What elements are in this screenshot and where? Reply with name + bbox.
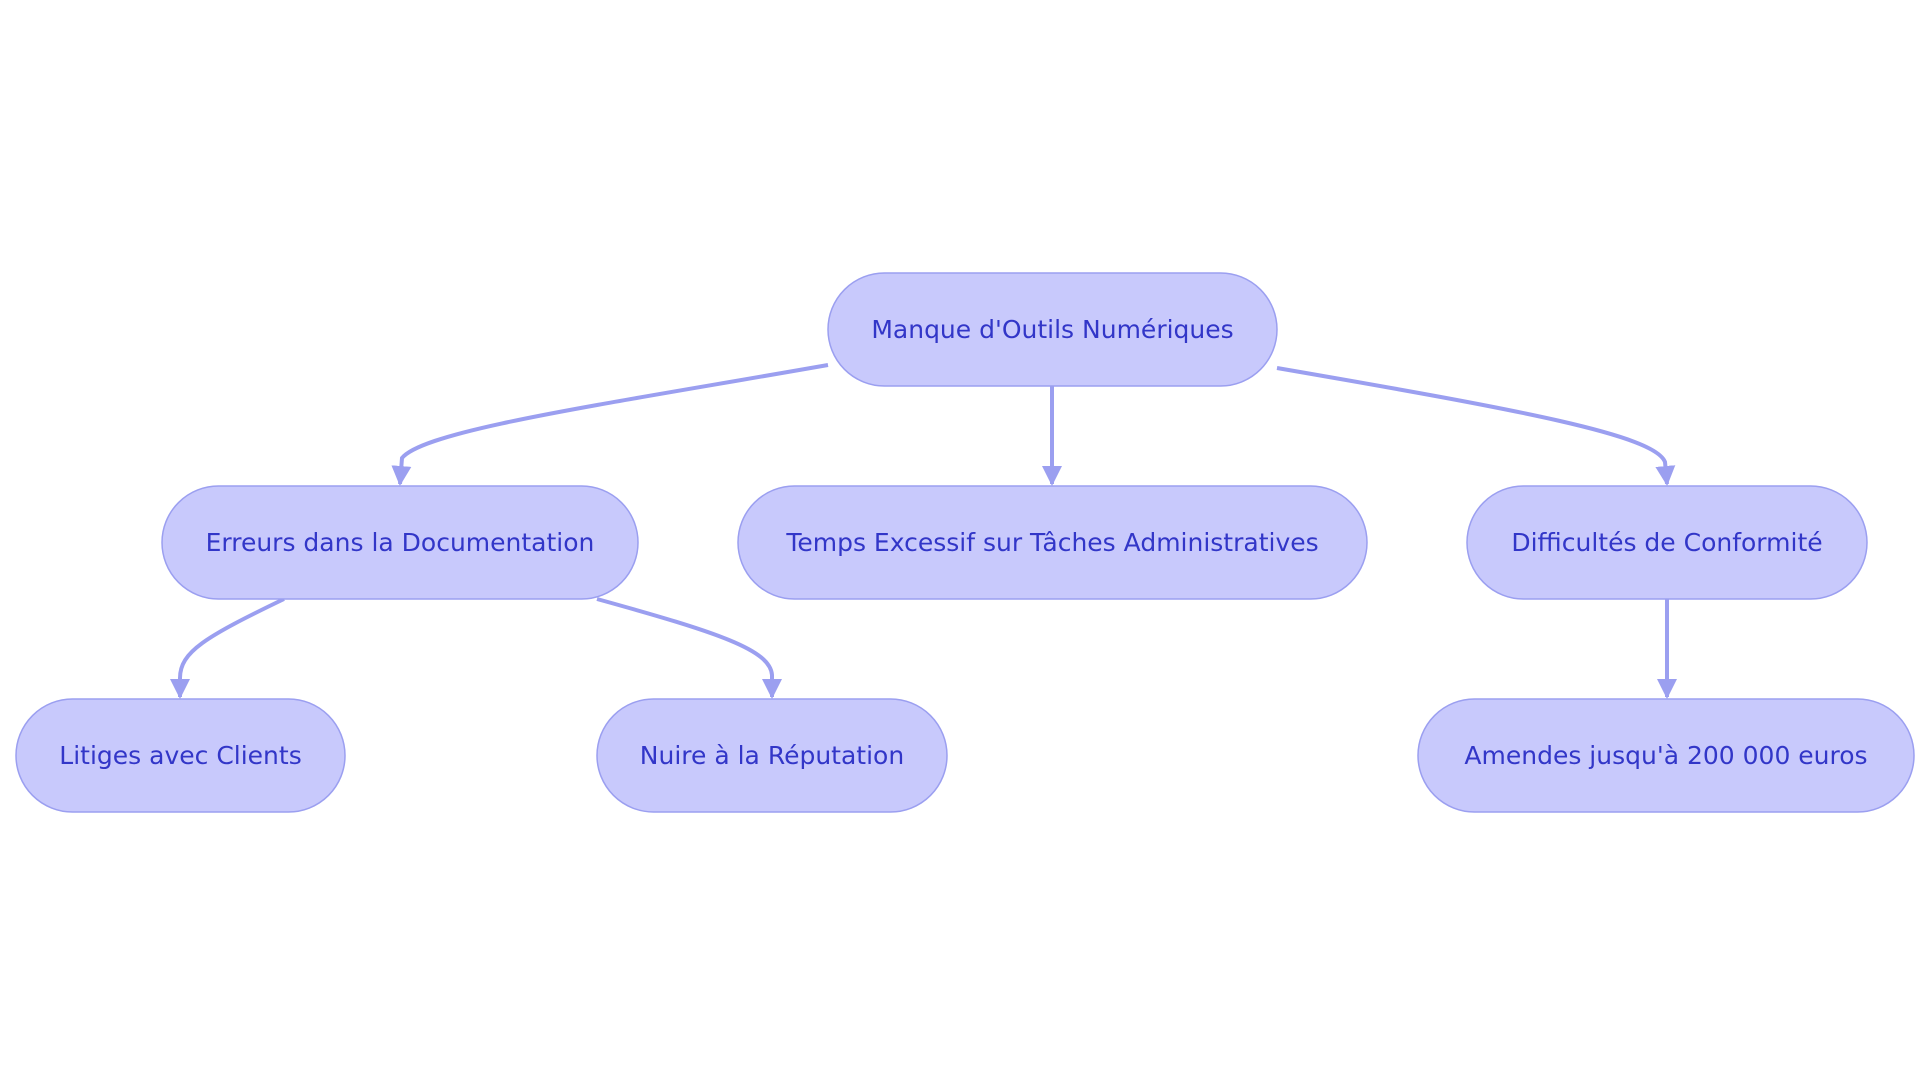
node-disputes: Litiges avec Clients — [15, 698, 346, 813]
node-disputes-label: Litiges avec Clients — [59, 741, 301, 770]
edges — [170, 363, 1677, 699]
node-compliance: Difficultés de Conformité — [1466, 485, 1868, 600]
edge-root-compliance — [1276, 366, 1676, 486]
node-errors-label: Erreurs dans la Documentation — [206, 528, 595, 557]
node-root: Manque d'Outils Numériques — [827, 272, 1278, 387]
edge-errors-reputation — [596, 597, 782, 699]
edge-errors-disputes — [170, 597, 285, 699]
node-reputation-label: Nuire à la Réputation — [640, 741, 904, 770]
node-fines-label: Amendes jusqu'à 200 000 euros — [1464, 741, 1867, 770]
edge-root-errors — [391, 363, 829, 486]
node-time: Temps Excessif sur Tâches Administrative… — [737, 485, 1368, 600]
node-errors: Erreurs dans la Documentation — [161, 485, 639, 600]
node-compliance-label: Difficultés de Conformité — [1511, 528, 1822, 557]
node-reputation: Nuire à la Réputation — [596, 698, 948, 813]
node-root-label: Manque d'Outils Numériques — [871, 315, 1233, 344]
node-fines: Amendes jusqu'à 200 000 euros — [1417, 698, 1915, 813]
node-time-label: Temps Excessif sur Tâches Administrative… — [785, 528, 1318, 557]
